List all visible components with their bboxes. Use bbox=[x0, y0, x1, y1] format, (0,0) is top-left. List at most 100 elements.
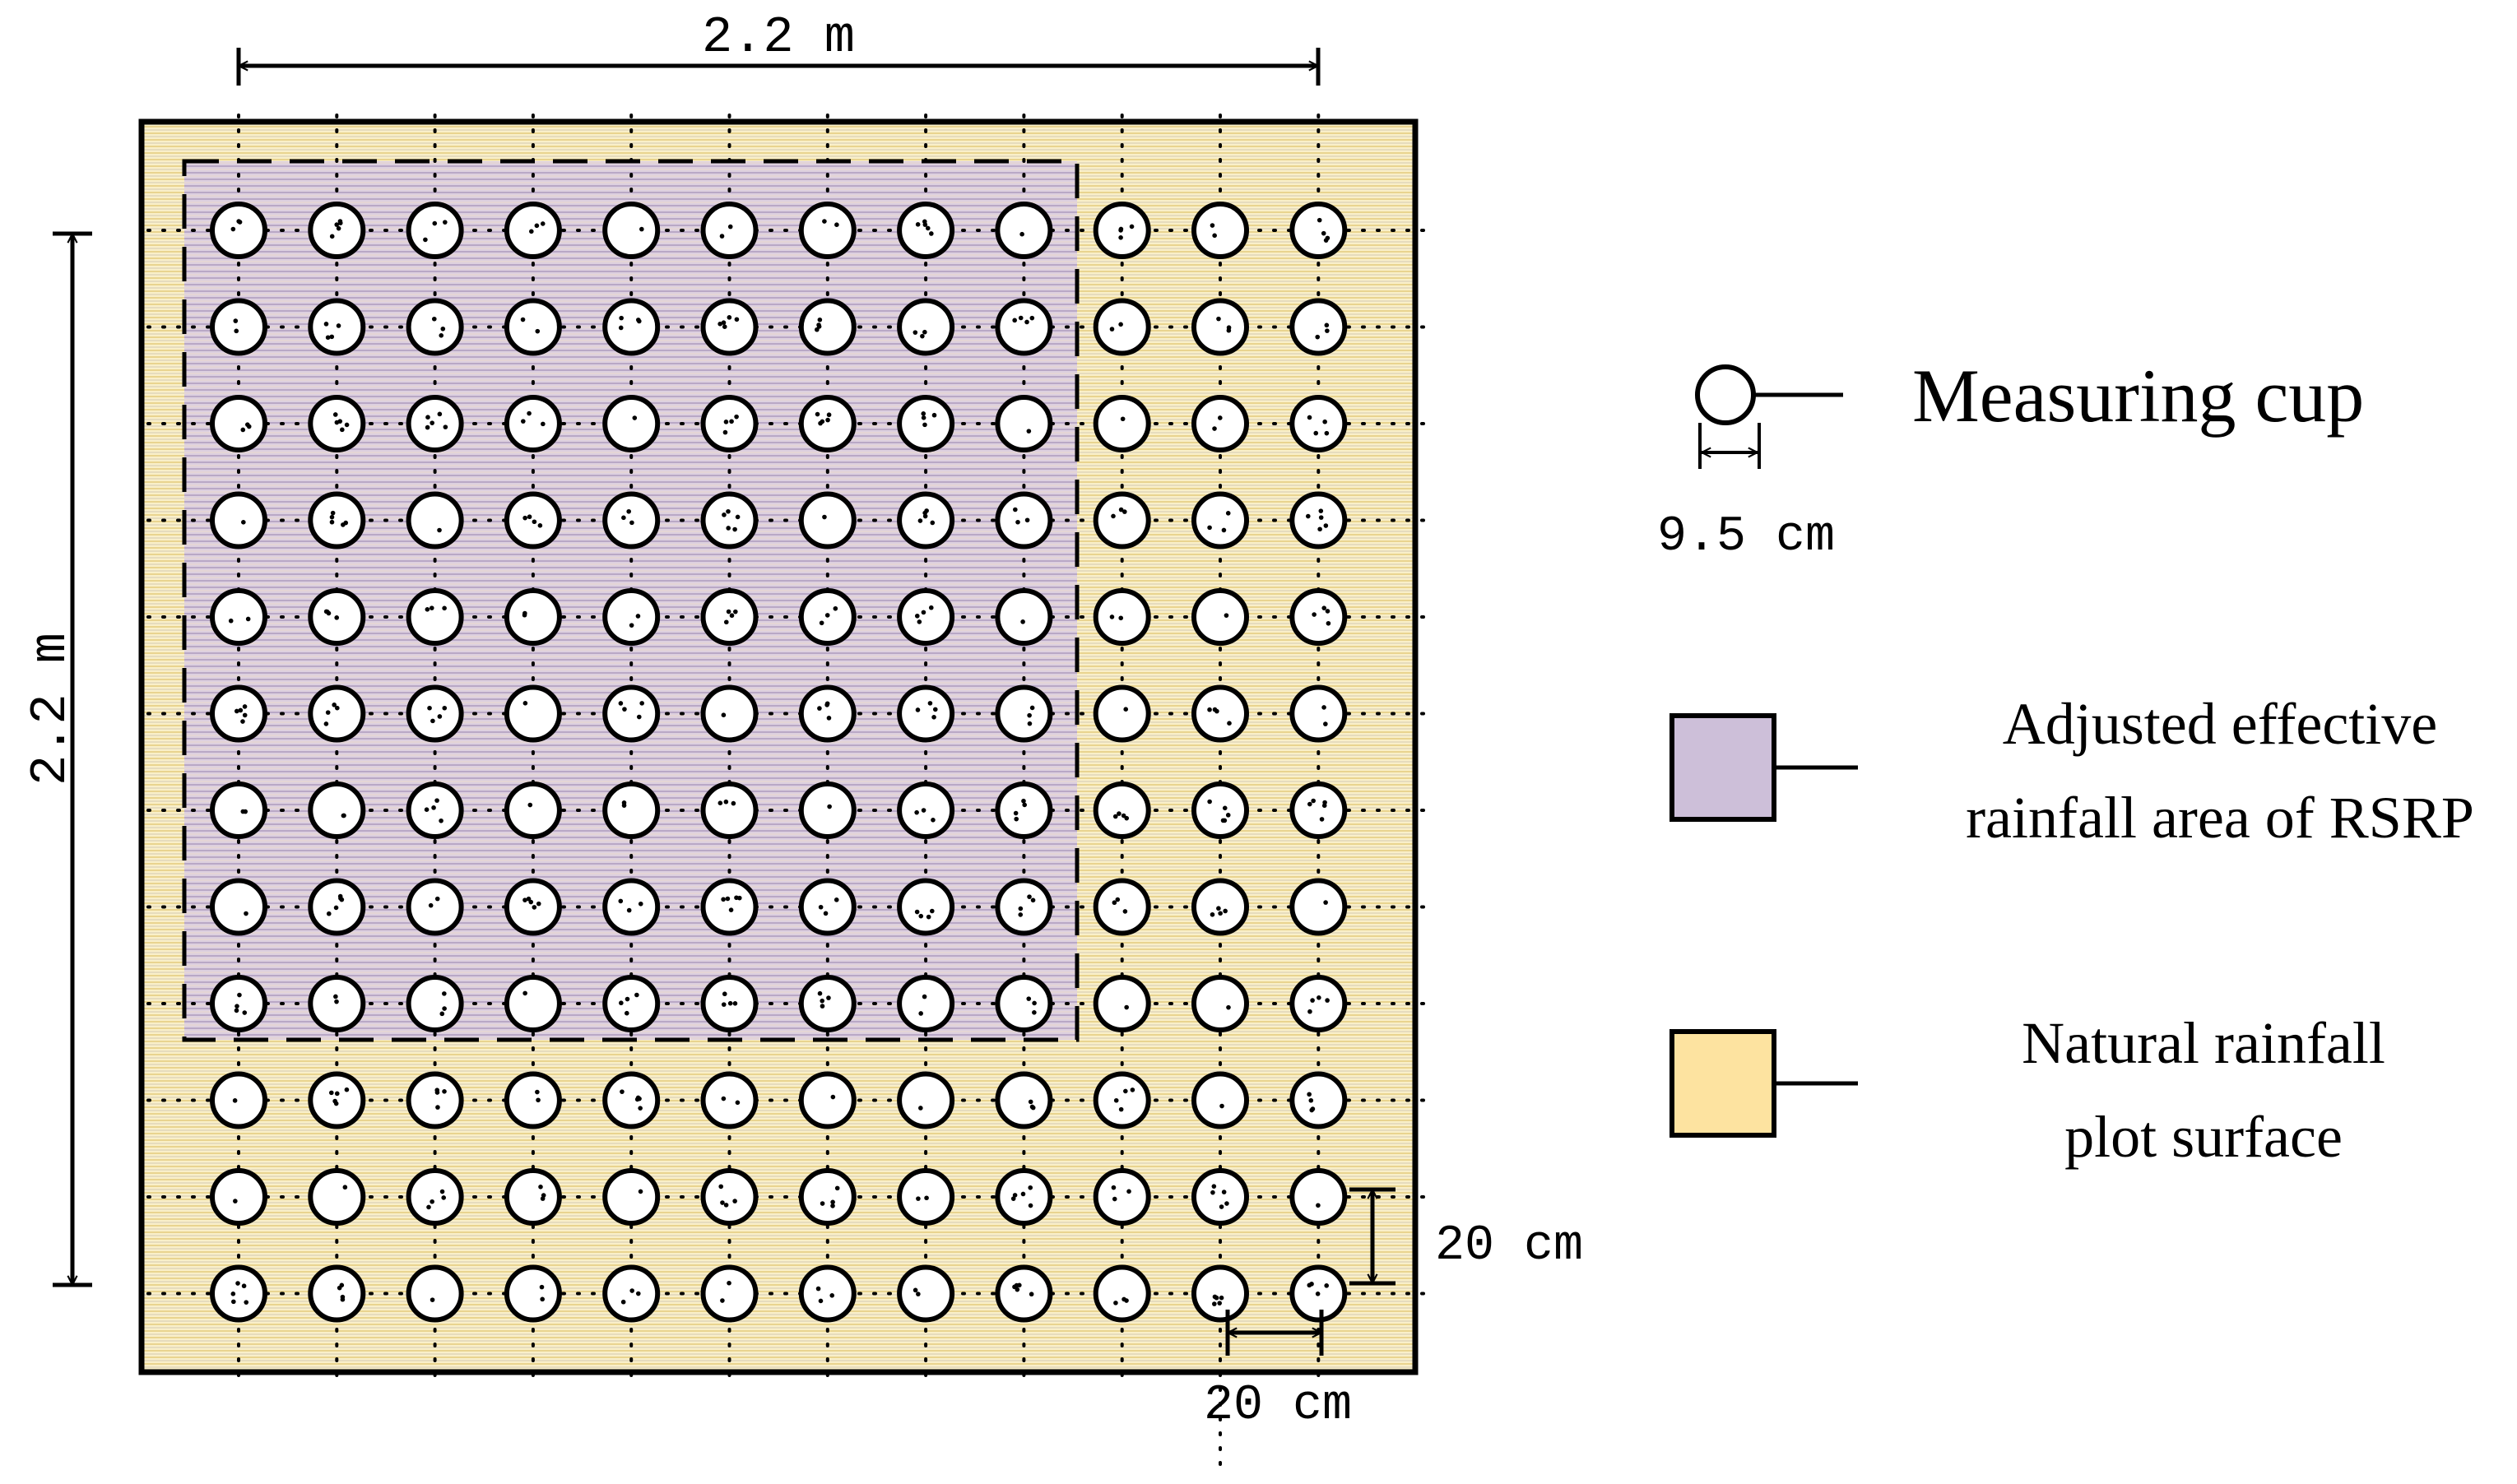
rain-drop-dot bbox=[330, 510, 336, 516]
rain-drop-dot bbox=[326, 911, 332, 916]
measuring-cup bbox=[504, 1071, 562, 1129]
rain-drop-dot bbox=[427, 705, 432, 711]
rain-drop-dot bbox=[717, 321, 722, 327]
rain-drop-dot bbox=[423, 237, 428, 243]
measuring-cup bbox=[1289, 298, 1348, 356]
cup-circle bbox=[995, 1168, 1053, 1226]
rain-drop-dot bbox=[240, 427, 246, 433]
measuring-cup bbox=[1093, 781, 1151, 839]
measuring-cup bbox=[504, 781, 562, 839]
rain-drop-dot bbox=[1307, 1092, 1312, 1097]
rain-drop-dot bbox=[1212, 426, 1217, 431]
measuring-cup bbox=[308, 202, 366, 259]
rain-drop-dot bbox=[1028, 1099, 1033, 1105]
cup-circle bbox=[700, 1168, 759, 1226]
measuring-cup bbox=[1289, 878, 1348, 936]
rain-drop-dot bbox=[734, 317, 740, 322]
cup-circle bbox=[1093, 1168, 1151, 1226]
rain-drop-dot bbox=[1325, 998, 1330, 1003]
rain-drop-dot bbox=[329, 334, 335, 340]
rain-drop-dot bbox=[927, 701, 933, 706]
rain-drop-dot bbox=[336, 323, 341, 328]
measuring-cup bbox=[210, 588, 267, 646]
rain-drop-dot bbox=[829, 1293, 835, 1298]
measuring-cup bbox=[1191, 781, 1249, 839]
rain-drop-dot bbox=[1024, 319, 1029, 325]
measuring-cup bbox=[798, 1071, 857, 1129]
measuring-cup bbox=[995, 1264, 1053, 1323]
rain-drop-dot bbox=[1325, 328, 1330, 333]
measuring-cup bbox=[210, 298, 267, 356]
measuring-cup bbox=[406, 1264, 464, 1323]
rain-drop-dot bbox=[443, 220, 448, 225]
rain-drop-dot bbox=[921, 415, 926, 420]
cup-circle bbox=[602, 1264, 661, 1323]
rain-drop-dot bbox=[442, 1006, 447, 1011]
rain-drop-dot bbox=[1318, 515, 1324, 520]
cup-circle bbox=[504, 1264, 562, 1323]
rain-drop-dot bbox=[1112, 814, 1118, 819]
rain-drop-dot bbox=[727, 1280, 731, 1286]
cup-circle bbox=[700, 1264, 759, 1323]
rain-drop-dot bbox=[231, 1299, 236, 1305]
cup-circle bbox=[504, 395, 562, 452]
rain-drop-dot bbox=[1321, 605, 1327, 610]
rain-drop-dot bbox=[932, 707, 938, 712]
measuring-cup bbox=[1289, 1264, 1348, 1323]
measuring-cup bbox=[700, 878, 759, 936]
natural-label-line2: plot surface bbox=[2064, 1104, 2343, 1170]
rain-drop-dot bbox=[425, 424, 430, 430]
col-spacing-dimension: 20 cm bbox=[1204, 1310, 1352, 1434]
rain-drop-dot bbox=[922, 422, 927, 428]
rain-drop-dot bbox=[245, 616, 251, 622]
rain-drop-dot bbox=[833, 605, 838, 611]
cup-circle bbox=[897, 491, 955, 550]
rain-drop-dot bbox=[719, 234, 725, 239]
rain-drop-dot bbox=[1121, 813, 1126, 819]
rsrp-label-line1: Adjusted effective bbox=[2003, 691, 2437, 757]
cup-circle bbox=[1191, 781, 1249, 839]
rain-drop-dot bbox=[441, 1195, 447, 1200]
rain-drop-dot bbox=[638, 901, 643, 907]
cup-circle bbox=[897, 202, 955, 259]
row-spacing-dimension: 20 cm bbox=[1349, 1187, 1583, 1286]
cup-circle bbox=[406, 202, 464, 259]
measuring-cup bbox=[897, 491, 955, 550]
cup-circle bbox=[995, 975, 1053, 1032]
rain-drop-dot bbox=[337, 220, 343, 225]
rain-drop-dot bbox=[529, 229, 534, 234]
rain-drop-dot bbox=[619, 315, 624, 321]
rain-drop-dot bbox=[1316, 1203, 1321, 1208]
rain-drop-dot bbox=[323, 322, 329, 327]
rain-drop-dot bbox=[432, 220, 438, 226]
measuring-cup bbox=[1191, 1071, 1249, 1129]
measuring-cup bbox=[504, 298, 562, 356]
rain-drop-dot bbox=[721, 1002, 727, 1007]
rain-drop-dot bbox=[431, 316, 437, 322]
rain-drop-dot bbox=[244, 1300, 249, 1305]
cup-circle bbox=[1093, 491, 1151, 550]
rain-drop-dot bbox=[732, 1199, 737, 1203]
cup-circle bbox=[602, 395, 661, 452]
measuring-cup bbox=[897, 975, 955, 1032]
cup-circle bbox=[308, 684, 366, 743]
rain-drop-dot bbox=[1225, 511, 1231, 516]
cup-circle bbox=[897, 975, 955, 1032]
rain-drop-dot bbox=[430, 1297, 435, 1302]
rain-drop-dot bbox=[540, 1196, 546, 1201]
rain-drop-dot bbox=[635, 1291, 641, 1296]
cup-circle bbox=[602, 1168, 661, 1226]
measuring-cup bbox=[1289, 1071, 1348, 1129]
rain-drop-dot bbox=[340, 427, 345, 433]
cup-circle bbox=[897, 878, 955, 936]
rain-drop-dot bbox=[1322, 419, 1327, 424]
rain-drop-dot bbox=[325, 710, 331, 715]
measuring-cup bbox=[406, 588, 464, 646]
cup-circle bbox=[504, 684, 562, 743]
rain-drop-dot bbox=[1014, 816, 1019, 822]
measuring-cup bbox=[210, 491, 267, 550]
cup-circle bbox=[406, 878, 464, 936]
rain-drop-dot bbox=[929, 231, 934, 236]
rain-drop-dot bbox=[335, 705, 340, 711]
measuring-cup bbox=[1191, 588, 1249, 646]
